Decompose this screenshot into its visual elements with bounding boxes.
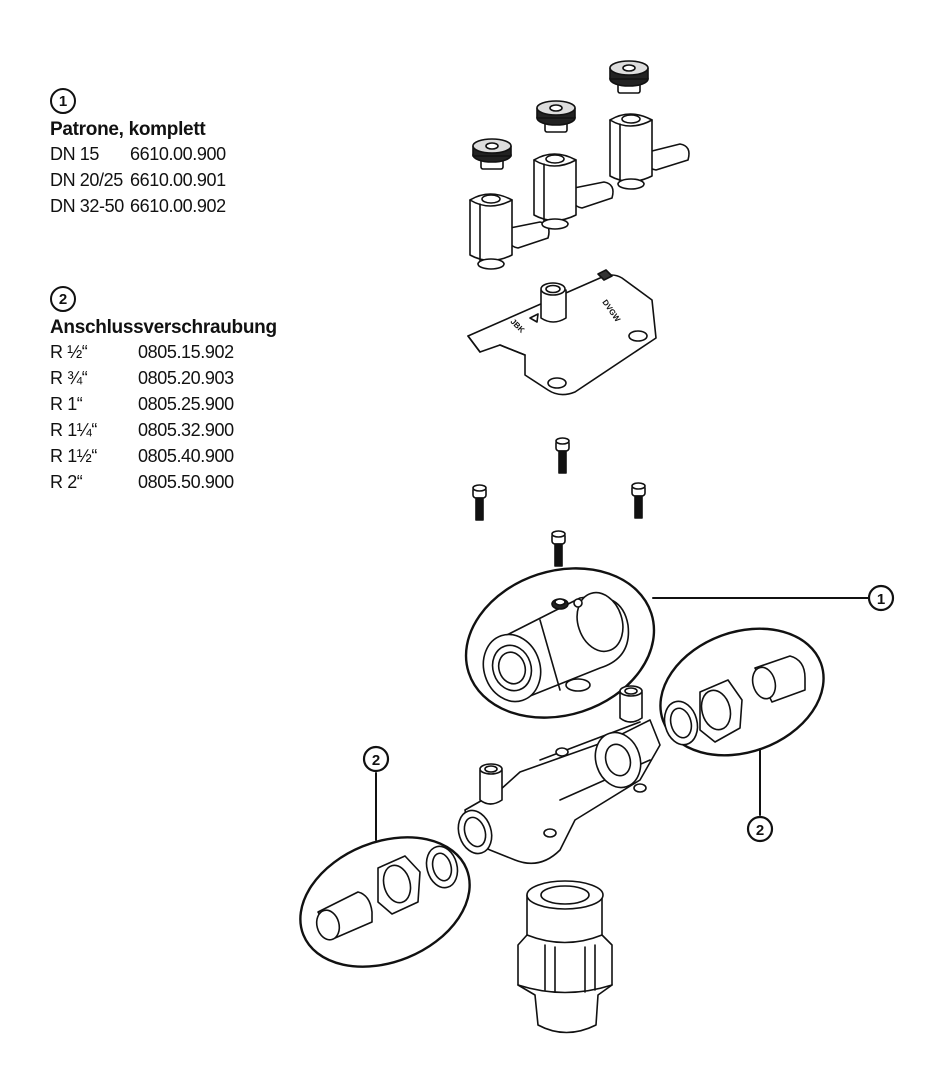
screw <box>555 437 570 474</box>
legend-size: R 1¼“ <box>50 420 98 440</box>
legend-size: R 2“ <box>50 472 83 492</box>
knurled-cap <box>472 138 512 170</box>
drain-fitting <box>517 880 613 1034</box>
legend-article: 0805.25.900 <box>138 394 234 414</box>
valve-handle <box>609 113 690 190</box>
legend-article: 0805.40.900 <box>138 446 234 466</box>
legend-size: DN 32-50 <box>50 196 124 216</box>
legend-size: R ½“ <box>50 342 88 362</box>
legend-row: DN 32-50 6610.00.902 <box>50 193 226 219</box>
legend-size: DN 20/25 <box>50 170 123 190</box>
legend-article: 0805.32.900 <box>138 420 234 440</box>
screw <box>631 482 646 519</box>
connector-right-callout <box>659 627 825 757</box>
callout-number-2-left: 2 <box>372 752 380 769</box>
legend-size: R 1½“ <box>50 446 98 466</box>
valve-body <box>457 685 661 865</box>
callout-number-2-right: 2 <box>756 822 764 839</box>
legend-title-cartridge: Patrone, komplett <box>50 119 206 140</box>
legend-connector: 2 Anschlussverschraubung R ½“ 0805.15.90… <box>50 286 277 495</box>
legend-row: DN 20/25 6610.00.901 <box>50 167 226 193</box>
legend-size: DN 15 <box>50 144 100 164</box>
valve-handle <box>533 153 614 230</box>
cover-plate: DVGW JBK <box>467 269 657 396</box>
legend-article: 6610.00.900 <box>130 144 226 164</box>
callout-marker-2-right: 2 <box>746 815 774 843</box>
legend-article: 6610.00.901 <box>130 170 226 190</box>
legend-article: 0805.15.902 <box>138 342 234 362</box>
legend-row: R ½“ 0805.15.902 <box>50 339 277 365</box>
legend-cartridge: 1 Patrone, komplett DN 15 6610.00.900 DN… <box>50 88 226 219</box>
legend-size: R ¾“ <box>50 368 88 388</box>
cartridge-callout <box>464 567 656 719</box>
knurled-cap <box>536 100 576 133</box>
legend-row: R ¾“ 0805.20.903 <box>50 365 277 391</box>
legend-size: R 1“ <box>50 394 83 414</box>
legend-row: R 2“ 0805.50.900 <box>50 469 277 495</box>
screw <box>551 530 566 567</box>
legend-row: R 1“ 0805.25.900 <box>50 391 277 417</box>
legend-number-1: 1 <box>50 88 76 114</box>
legend-title-connector: Anschlussverschraubung <box>50 317 277 338</box>
legend-number-2: 2 <box>50 286 76 312</box>
callout-marker-2-left: 2 <box>362 745 390 773</box>
callout-marker-1: 1 <box>867 584 895 612</box>
legend-article: 0805.50.900 <box>138 472 234 492</box>
legend-row: R 1¼“ 0805.32.900 <box>50 417 277 443</box>
callout-number-1: 1 <box>877 591 885 608</box>
legend-article: 0805.20.903 <box>138 368 234 388</box>
legend-row: DN 15 6610.00.900 <box>50 141 226 167</box>
legend-row: R 1½“ 0805.40.900 <box>50 443 277 469</box>
knurled-cap <box>609 60 649 94</box>
connector-left-callout <box>299 836 471 968</box>
screw <box>472 484 487 521</box>
legend-article: 6610.00.902 <box>130 196 226 216</box>
